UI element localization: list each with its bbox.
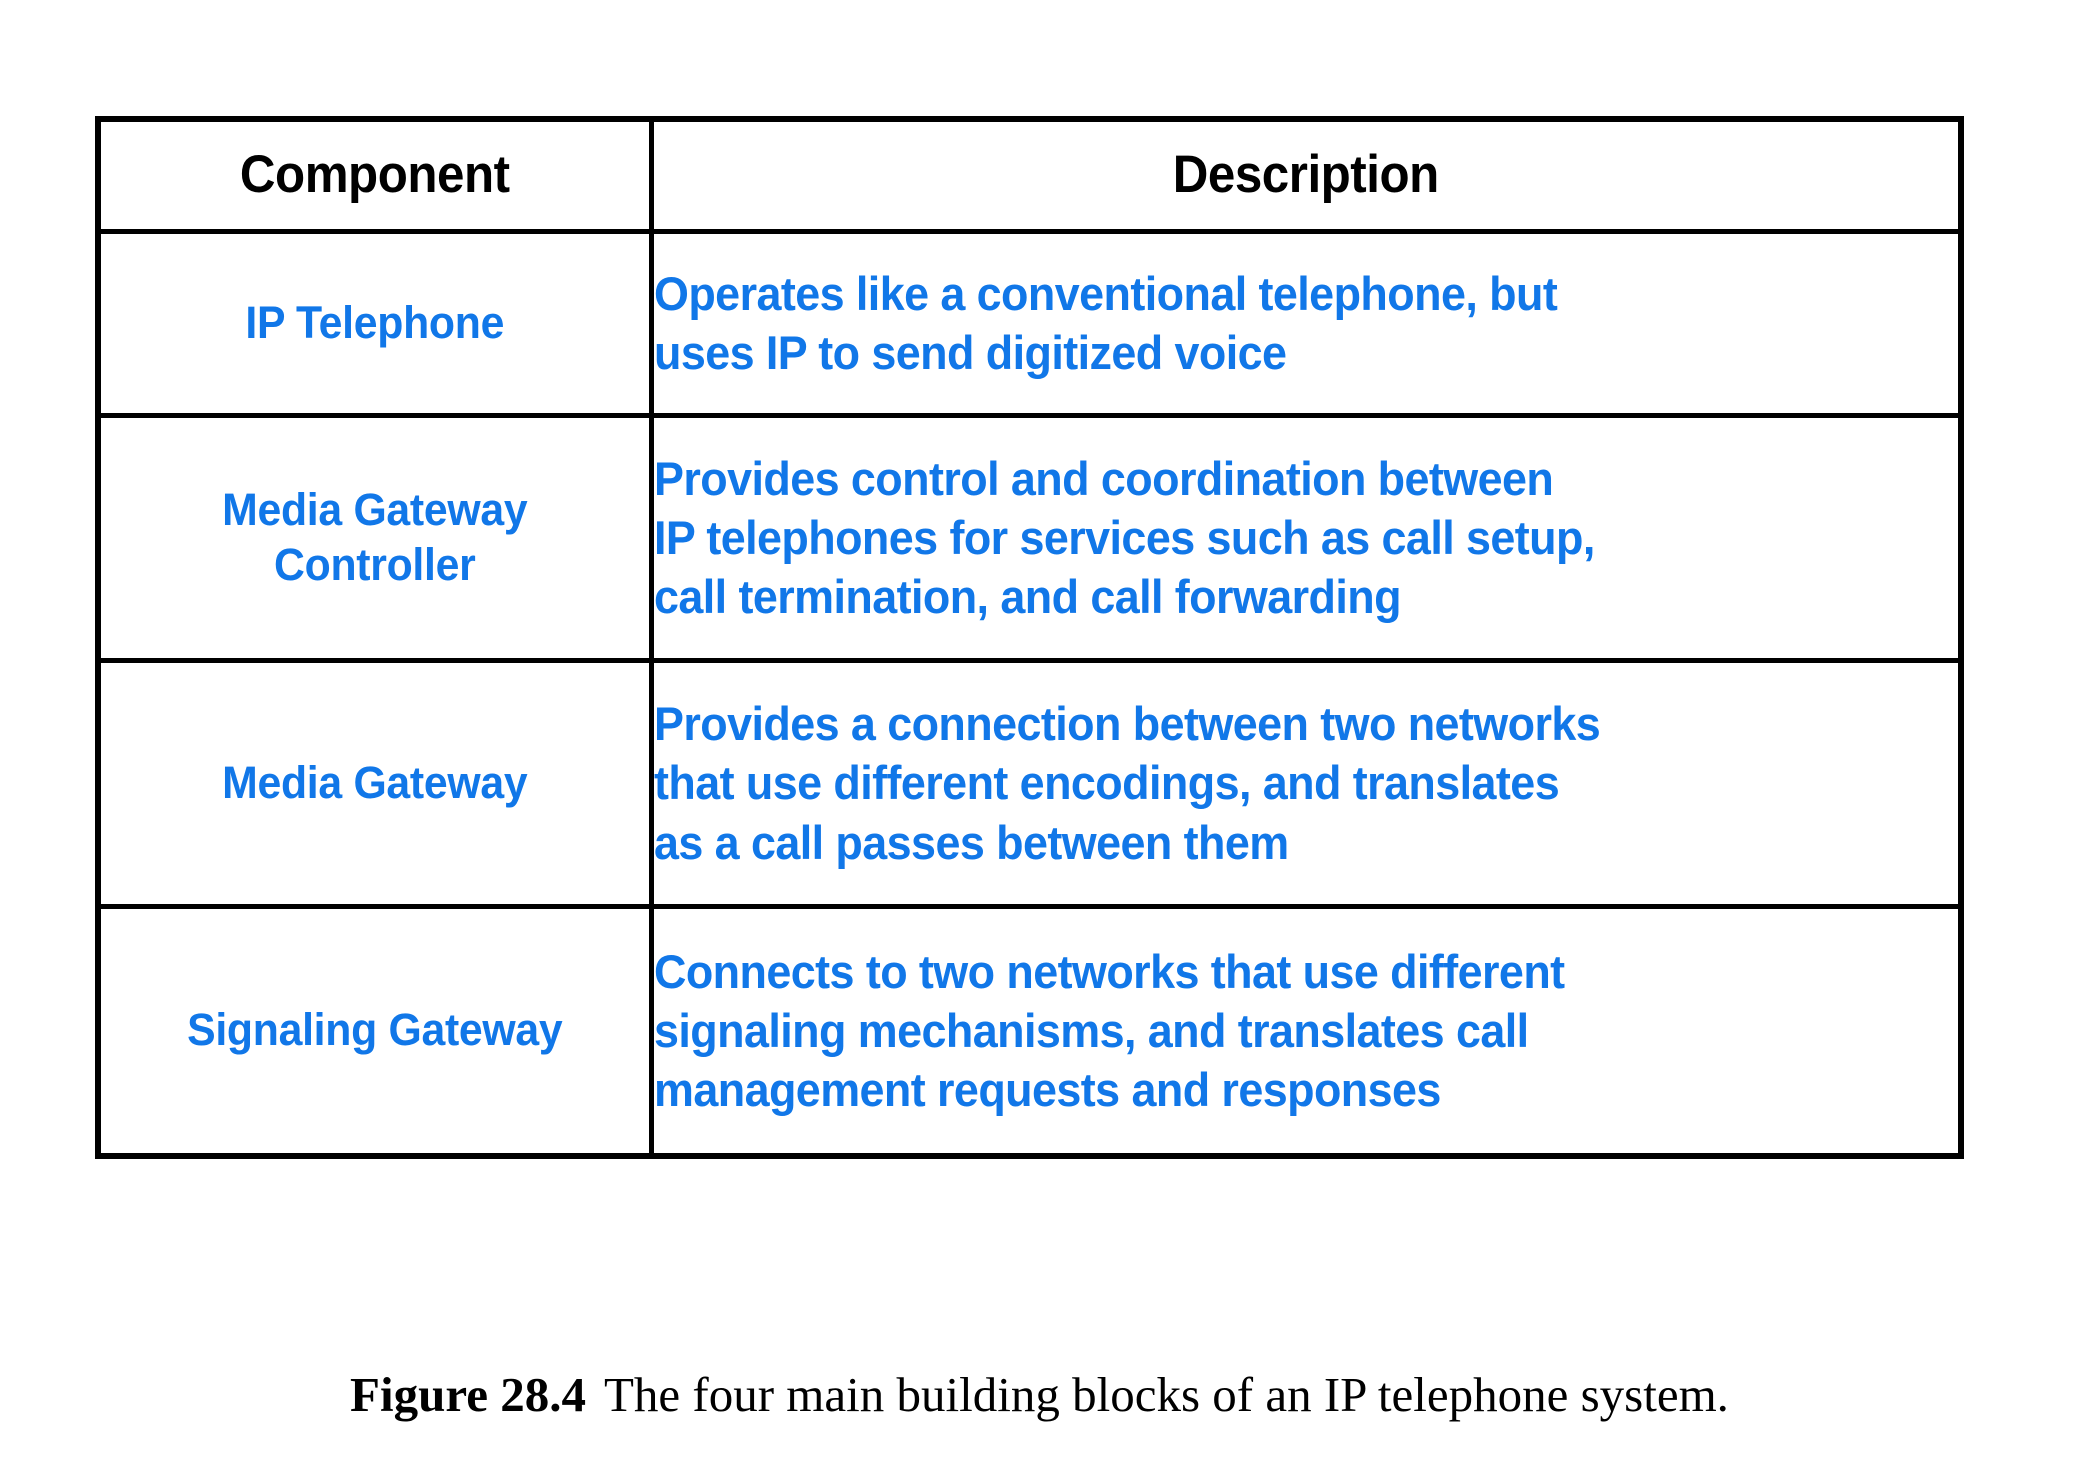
figure-caption-label: Figure 28.4 bbox=[350, 1367, 586, 1422]
description-line: that use different encodings, and transl… bbox=[653, 756, 1560, 810]
figure-caption: Figure 28.4 The four main building blocks… bbox=[0, 1366, 2079, 1423]
component-name-line: Controller bbox=[274, 538, 476, 590]
component-name-cell: Signaling Gateway bbox=[109, 903, 640, 1159]
description-line: Connects to two networks that use differ… bbox=[653, 944, 1565, 998]
table-row: IP Telephone Operates like a conventiona… bbox=[98, 228, 1964, 418]
component-name-line: Media Gateway bbox=[222, 483, 528, 535]
component-description-cell: Provides control and coordination betwee… bbox=[648, 412, 1964, 663]
description-line: Operates like a conventional telephone, … bbox=[653, 266, 1558, 320]
component-description-table: Component Description IP Telephone Opera… bbox=[95, 116, 1964, 1159]
component-name-cell: Media Gateway Controller bbox=[109, 412, 640, 663]
column-header-description: Description bbox=[694, 116, 1918, 234]
column-header-component: Component bbox=[115, 116, 634, 234]
table-row: Media Gateway Provides a connection betw… bbox=[98, 657, 1964, 909]
description-line: IP telephones for services such as call … bbox=[653, 510, 1595, 564]
component-description-cell: Operates like a conventional telephone, … bbox=[648, 228, 1964, 418]
table-body: IP Telephone Operates like a conventiona… bbox=[98, 228, 1964, 1159]
description-line: Provides control and coordination betwee… bbox=[653, 451, 1554, 505]
figure-caption-text: The four main building blocks of an IP t… bbox=[603, 1367, 1729, 1422]
table-row: Media Gateway Controller Provides contro… bbox=[98, 412, 1964, 663]
description-line: signaling mechanisms, and translates cal… bbox=[653, 1004, 1529, 1058]
description-line: uses IP to send digitized voice bbox=[653, 326, 1287, 379]
description-line: Provides a connection between two networ… bbox=[653, 697, 1601, 751]
component-description-cell: Provides a connection between two networ… bbox=[648, 657, 1964, 909]
component-description-cell: Connects to two networks that use differ… bbox=[648, 903, 1964, 1159]
description-line: as a call passes between them bbox=[653, 815, 1289, 869]
component-name-line: Signaling Gateway bbox=[187, 1004, 563, 1056]
component-name-line: Media Gateway bbox=[222, 756, 528, 808]
description-line: call termination, and call forwarding bbox=[653, 570, 1402, 624]
component-name-cell: Media Gateway bbox=[109, 657, 640, 909]
table-row: Signaling Gateway Connects to two networ… bbox=[98, 903, 1964, 1159]
description-line: management requests and responses bbox=[653, 1063, 1441, 1117]
table-header-row: Component Description bbox=[98, 116, 1961, 234]
component-name-cell: IP Telephone bbox=[109, 228, 640, 418]
component-name-line: IP Telephone bbox=[245, 296, 505, 348]
